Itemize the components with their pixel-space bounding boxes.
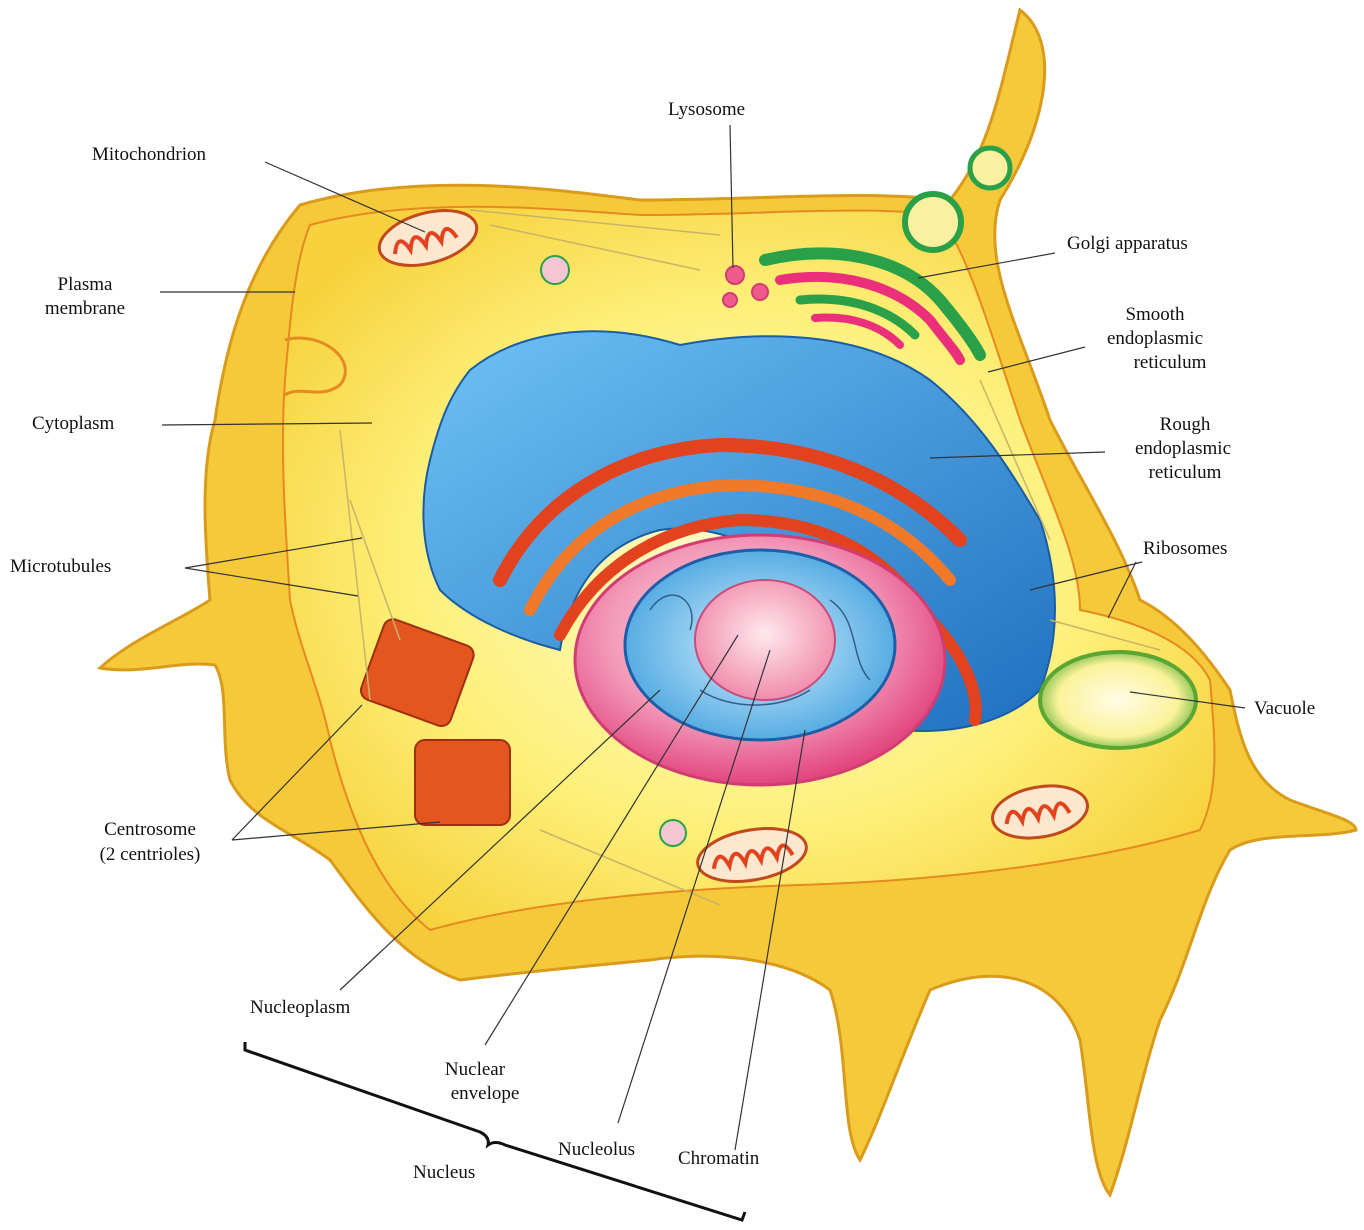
label-nucleolus: Nucleolus [558,1138,635,1162]
label-nucleoplasm: Nucleoplasm [250,996,350,1020]
label-lysosome: Lysosome [668,98,745,122]
label-smooth-er-line2: endoplasmic [1085,327,1225,351]
label-rough-er-line2: endoplasmic [1108,437,1258,461]
label-microtubules: Microtubules [10,555,111,579]
label-centrosome-line2: (2 centrioles) [70,843,230,867]
label-chromatin: Chromatin [678,1147,759,1171]
vacuole-shape [1040,652,1196,748]
label-ribosomes: Ribosomes [1143,537,1227,561]
label-cytoplasm: Cytoplasm [32,412,114,436]
label-rough-er-line3: reticulum [1115,461,1255,485]
label-mitochondrion: Mitochondrion [92,143,206,167]
label-plasma-membrane-line1: Plasma [30,273,140,297]
label-rough-er-line1: Rough [1120,413,1250,437]
label-nuclear-envelope-line2: envelope [425,1082,545,1106]
label-smooth-er-line1: Smooth [1090,303,1220,327]
label-plasma-membrane-line2: membrane [20,297,150,321]
label-vacuole: Vacuole [1254,697,1315,721]
label-nucleus: Nucleus [413,1161,475,1185]
nucleolus-shape [695,580,835,700]
label-golgi-apparatus: Golgi apparatus [1067,232,1188,256]
label-centrosome-line1: Centrosome [70,818,230,842]
label-smooth-er-line3: reticulum [1100,351,1240,375]
label-nuclear-envelope-line1: Nuclear [425,1058,525,1082]
